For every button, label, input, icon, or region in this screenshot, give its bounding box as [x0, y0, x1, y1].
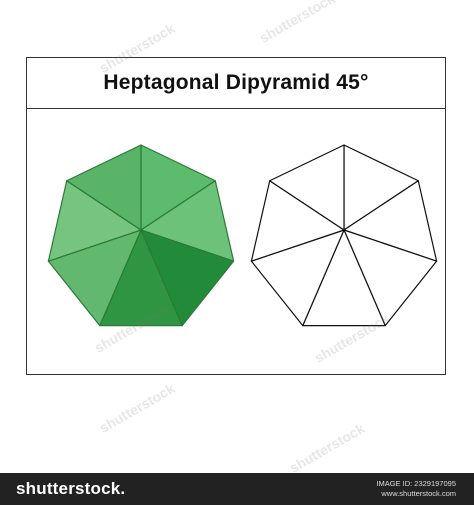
- watermark-2: shutterstock: [256, 0, 338, 46]
- watermark-6: shutterstock: [286, 420, 368, 476]
- watermark-5: shutterstock: [96, 380, 178, 436]
- footer-meta: IMAGE ID: 2329197095 www.shutterstock.co…: [376, 479, 456, 499]
- footer-bar: shutterstock. IMAGE ID: 2329197095 www.s…: [0, 473, 474, 505]
- image-id-text: IMAGE ID: 2329197095: [376, 479, 456, 488]
- figure-frame: Heptagonal Dipyramid 45°: [26, 57, 446, 375]
- title-bar: Heptagonal Dipyramid 45°: [27, 58, 445, 109]
- figure-title: Heptagonal Dipyramid 45°: [103, 71, 369, 94]
- site-url-text: www.shutterstock.com: [381, 489, 456, 498]
- brand-logo: shutterstock.: [16, 479, 126, 498]
